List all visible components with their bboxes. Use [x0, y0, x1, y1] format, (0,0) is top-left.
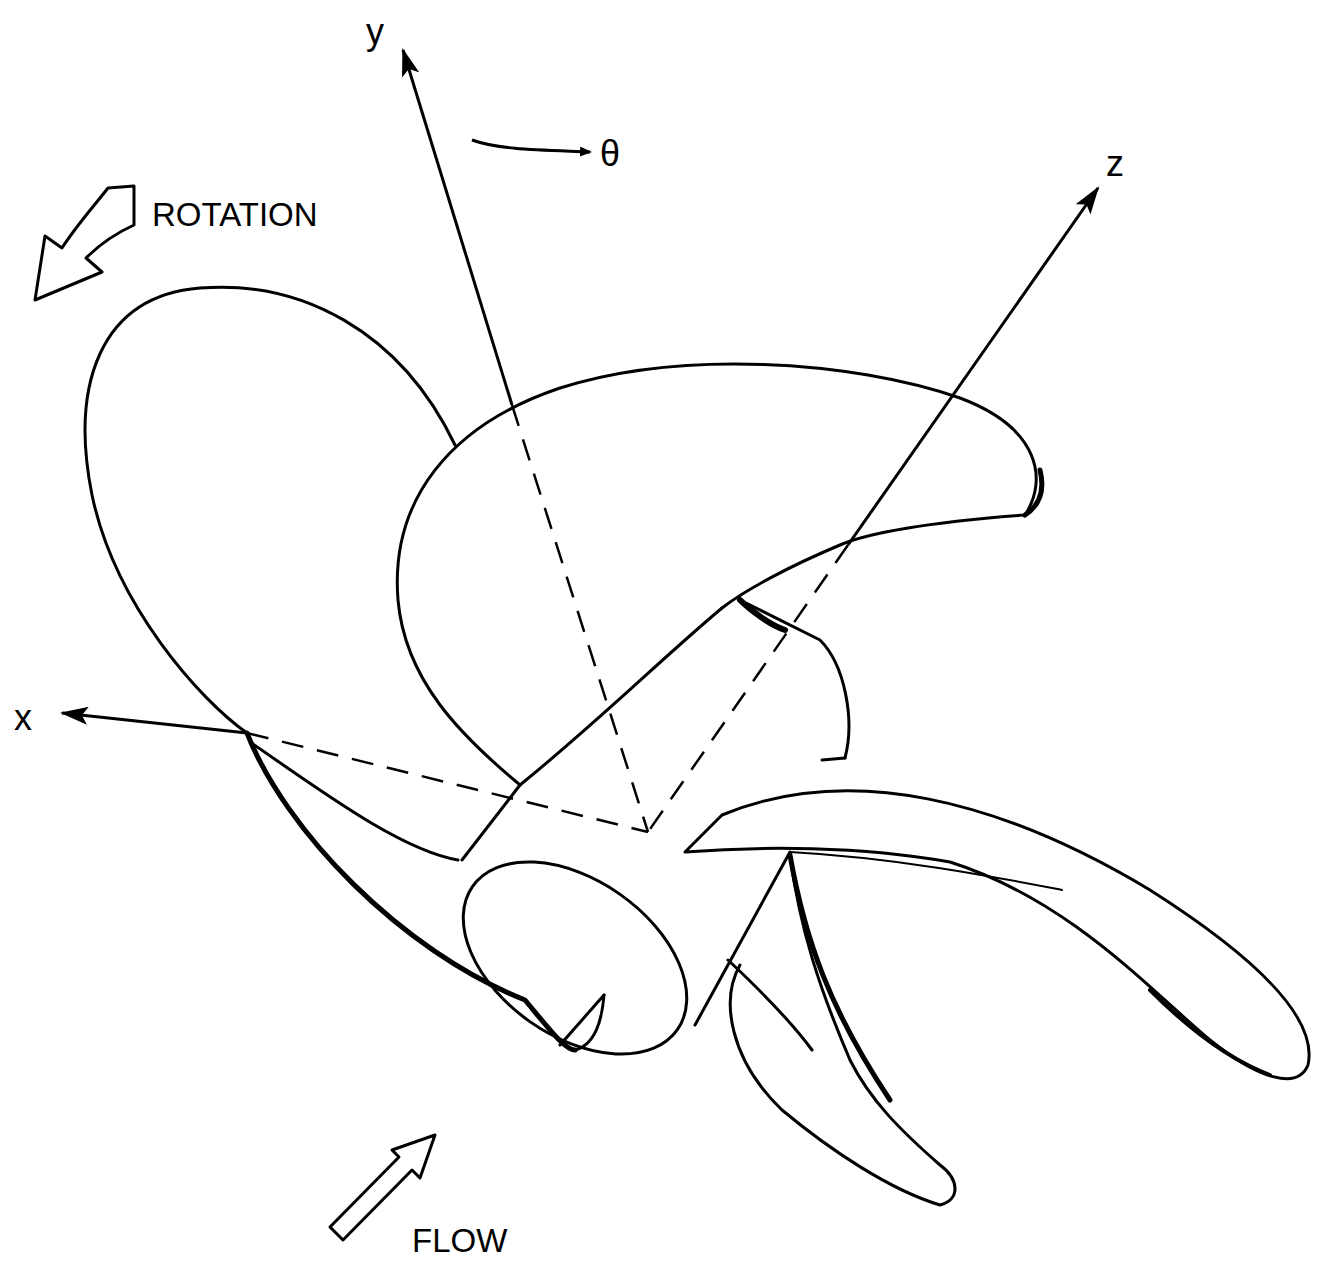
propeller-outline — [85, 287, 1309, 1205]
rotation-label: ROTATION — [152, 198, 318, 231]
axis-label: z — [1106, 146, 1124, 182]
angle-label: θ — [600, 136, 620, 172]
axis-label: x — [14, 700, 32, 736]
flow-label: FLOW — [412, 1224, 507, 1257]
rotation-arrow — [35, 186, 134, 300]
axis-label: y — [366, 14, 384, 50]
coordinate-axes — [62, 50, 1098, 832]
